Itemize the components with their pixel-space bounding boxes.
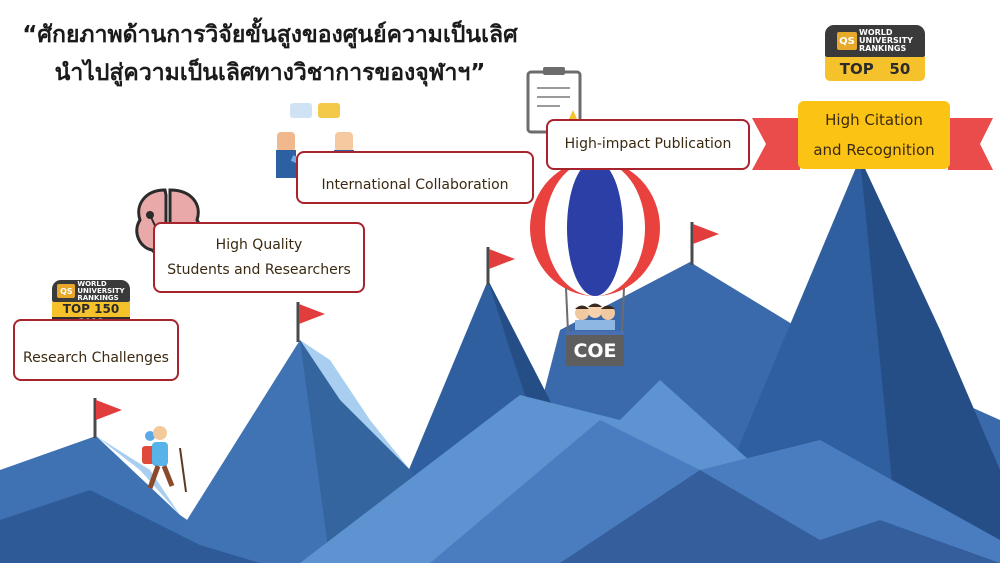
badge-line-2: UNIVERSITY: [77, 286, 125, 295]
stage-label: Students and Researchers: [167, 261, 351, 278]
stage-label: High Citation: [825, 111, 923, 129]
stage-high-impact-publication: High-impact Publication: [546, 119, 750, 170]
stage-high-quality: High Quality Students and Researchers: [153, 222, 365, 293]
flag-icon: [690, 222, 719, 265]
stage-research-challenges: Research Challenges: [13, 319, 179, 381]
flag-icon: [296, 302, 325, 342]
badge-line-3: RANKINGS: [859, 44, 907, 53]
qs-ranking-badge-icon: QS WORLD UNIVERSITY RANKINGS TOP 50: [825, 25, 925, 81]
ribbon-right-tail: [948, 118, 993, 170]
stage-international-collaboration: International Collaboration: [296, 151, 534, 204]
stage-label: High Quality: [215, 236, 303, 253]
page-title: “ศักยภาพด้านการวิจัยขั้นสูงของศูนย์ความเ…: [10, 16, 530, 92]
flag-icon: [486, 247, 515, 285]
mountain-peak-tallest-shadow: [860, 158, 1000, 563]
badge-line-3: RANKINGS: [77, 293, 119, 302]
badge-line-1: WORLD: [859, 28, 893, 37]
ribbon-left-tail: [752, 118, 800, 170]
people-icon: [575, 303, 615, 330]
hiker-icon: [142, 426, 187, 493]
mountain-mid-left-snow: [300, 340, 410, 470]
stage-high-citation: High Citation and Recognition: [798, 101, 950, 169]
mountain-front-dark: [560, 470, 1000, 563]
stage-label: Research Challenges: [23, 350, 169, 366]
qs-logo: QS: [57, 284, 76, 298]
stage-label: and Recognition: [813, 141, 935, 159]
badge-line-1: WORLD: [77, 279, 107, 288]
qs-logo: QS: [837, 32, 857, 50]
coe-basket-label: COE: [566, 331, 624, 366]
badge-rank: TOP 150: [52, 302, 130, 317]
badge-line-2: UNIVERSITY: [859, 36, 913, 45]
chat-bubble-icon: [290, 103, 340, 118]
title-line-2: นำไปสู่ความเป็นเลิศทางวิชาการของจุฬาฯ”: [54, 60, 486, 86]
stage-label: High-impact Publication: [564, 136, 732, 152]
badge-rank: TOP 50: [825, 57, 925, 81]
flag-icon: [93, 398, 122, 438]
hot-air-balloon-icon: [530, 160, 660, 333]
stage-label: International Collaboration: [321, 177, 509, 193]
title-line-1: “ศักยภาพด้านการวิจัยขั้นสูงของศูนย์ความเ…: [22, 22, 518, 48]
clipboard-icon: [526, 67, 582, 134]
mountain-front-left-dark: [0, 490, 260, 563]
